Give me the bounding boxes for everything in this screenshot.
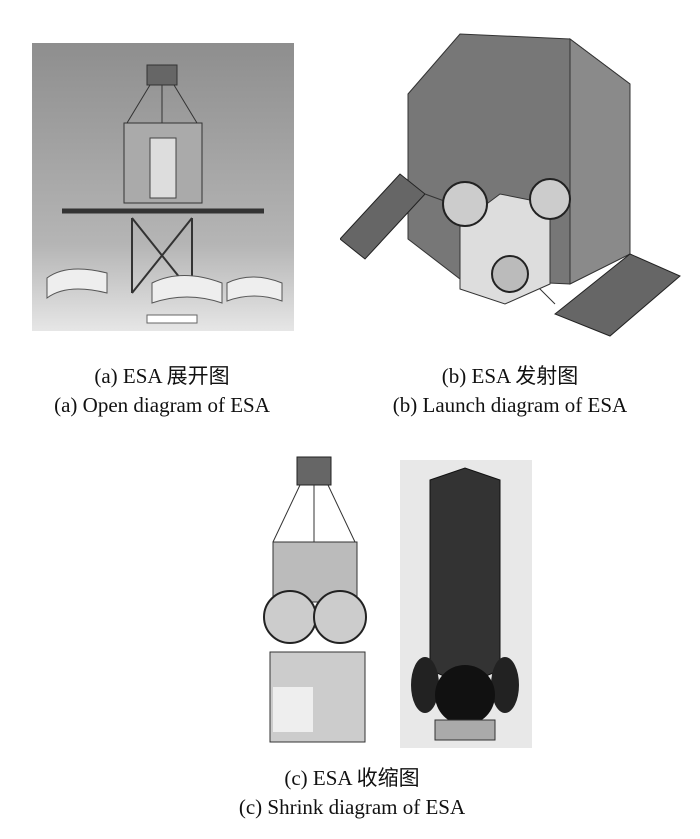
caption-b-english: (b) Launch diagram of ESA <box>392 393 628 417</box>
caption-c-chinese: (c) ESA 收缩图 <box>284 766 420 790</box>
shrink-diagram-image-side <box>263 456 367 743</box>
caption-c-english: (c) Shrink diagram of ESA <box>238 795 466 819</box>
launch-diagram-image <box>340 33 681 337</box>
caption-a-chinese: (a) ESA 展开图 <box>94 364 230 388</box>
shrink-diagram-image-stowed <box>400 460 532 748</box>
caption-b-chinese: (b) ESA 发射图 <box>441 364 579 388</box>
open-diagram-image <box>32 43 294 331</box>
caption-a-english: (a) Open diagram of ESA <box>54 393 270 417</box>
